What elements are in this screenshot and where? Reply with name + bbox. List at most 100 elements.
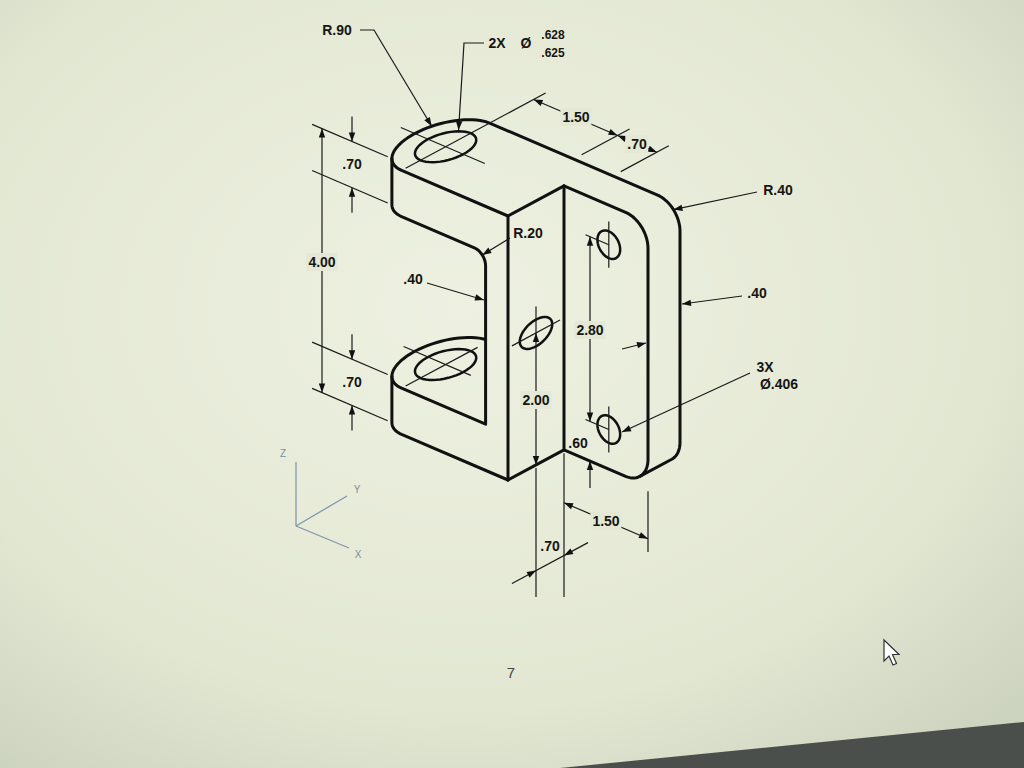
- dimension-value: 4.00: [306, 254, 337, 270]
- dimension-value: .70: [342, 156, 361, 172]
- radius-callout: R.90: [322, 22, 352, 38]
- dimension-line: [534, 99, 618, 135]
- dimension-value: 2.80: [574, 321, 605, 339]
- radius-callout: R.20: [513, 225, 543, 241]
- tolerance-upper: .628: [541, 28, 564, 42]
- dimension-value: 2.00: [520, 392, 551, 408]
- hole-diameter: Ø.406: [760, 376, 798, 392]
- dimension-value: .70: [342, 374, 361, 390]
- arrowhead: [534, 99, 544, 105]
- leader-line: [459, 43, 484, 130]
- hole-count: 3X: [756, 359, 773, 375]
- hole-count: 3X: [756, 359, 773, 375]
- radius-callout: R.40: [763, 182, 793, 198]
- dimension-value: .40: [747, 285, 766, 301]
- dimension-value: .70: [540, 538, 559, 554]
- axis-triad: [296, 462, 349, 548]
- arrowhead: [564, 503, 574, 509]
- center-line: [406, 347, 478, 386]
- axis-label: Z: [280, 448, 286, 459]
- leader-line: [482, 238, 510, 255]
- arrowhead: [349, 405, 355, 414]
- center-line: [535, 307, 536, 333]
- extension-line: [535, 468, 536, 597]
- dimension-value: 1.50: [560, 109, 591, 125]
- dimension-value: 1.50: [590, 512, 621, 530]
- leader-line: [682, 296, 742, 304]
- dimension-value: .70: [342, 156, 361, 172]
- tolerance-upper: .628: [541, 26, 564, 42]
- dimension-line: [618, 135, 657, 152]
- dimension-value: .70: [625, 136, 648, 152]
- extension-line: [582, 129, 630, 155]
- c-profile-outline: [392, 159, 486, 425]
- top-outline: [392, 120, 680, 477]
- arrowhead: [533, 456, 539, 465]
- extension-line: [312, 342, 388, 374]
- axis-line: [296, 526, 349, 548]
- arrowhead: [474, 294, 484, 300]
- leader-line: [427, 283, 484, 300]
- arrowhead: [349, 132, 355, 141]
- radius-callout: R.40: [763, 182, 793, 198]
- leader-line: [673, 192, 757, 210]
- arrowhead: [564, 548, 573, 555]
- leader-line: [622, 373, 750, 432]
- dimension-lines: [312, 30, 757, 597]
- dimension-value: 2.80: [574, 322, 605, 338]
- arrowhead: [647, 146, 657, 152]
- extension-line: [563, 453, 564, 597]
- dimension-value: .40: [747, 285, 766, 301]
- dimension-value: 1.50: [590, 513, 621, 529]
- radius-callout: R.90: [322, 22, 352, 38]
- dimension-value: 1.50: [560, 108, 591, 126]
- dimension-line: [564, 503, 648, 539]
- extension-line: [312, 388, 388, 420]
- arrowhead: [456, 121, 462, 130]
- leader-line: [360, 30, 432, 126]
- arrowhead: [587, 412, 593, 421]
- dimension-value: .60: [568, 435, 587, 451]
- tolerance-lower: .625: [541, 44, 564, 60]
- arrowhead: [636, 342, 646, 348]
- arrowhead: [527, 571, 536, 578]
- web-edge: [507, 216, 510, 480]
- arrowhead: [673, 205, 682, 211]
- page-number: 7: [507, 665, 515, 681]
- arrowhead: [587, 461, 593, 470]
- axis-label: X: [355, 549, 362, 560]
- dimension-value: .40: [403, 271, 422, 287]
- extension-line: [586, 235, 609, 245]
- mouse-cursor: [884, 640, 899, 665]
- dimension-value: .70: [342, 374, 361, 390]
- axis-label: Y: [354, 484, 361, 495]
- dimension-value: .70: [625, 135, 648, 153]
- dimension-value: .70: [540, 538, 559, 554]
- arrowhead: [622, 425, 632, 432]
- dimension-value: .60: [568, 435, 587, 451]
- hole-diameter: Ø.406: [760, 376, 798, 392]
- extension-line: [586, 420, 609, 430]
- diameter-symbol: Ø: [521, 35, 532, 51]
- plate-front-outline: [564, 186, 648, 478]
- arrowhead: [608, 129, 618, 135]
- axis-label: Y: [354, 480, 361, 496]
- web-edge: [563, 186, 566, 450]
- arrowhead: [349, 188, 355, 197]
- extension-line: [312, 171, 388, 203]
- page-number: 7: [507, 664, 515, 681]
- bracket-part: [392, 120, 680, 480]
- center-line: [404, 347, 471, 376]
- center-line: [406, 93, 546, 168]
- arrowhead: [319, 129, 325, 138]
- arrowhead: [424, 117, 431, 126]
- hole-count: 2X: [488, 35, 505, 51]
- axis-label: Z: [280, 444, 286, 460]
- arrowhead: [638, 532, 648, 538]
- axis-line: [295, 462, 296, 526]
- dimension-value: 4.00: [306, 253, 337, 271]
- lower-ear-outline: [392, 376, 508, 480]
